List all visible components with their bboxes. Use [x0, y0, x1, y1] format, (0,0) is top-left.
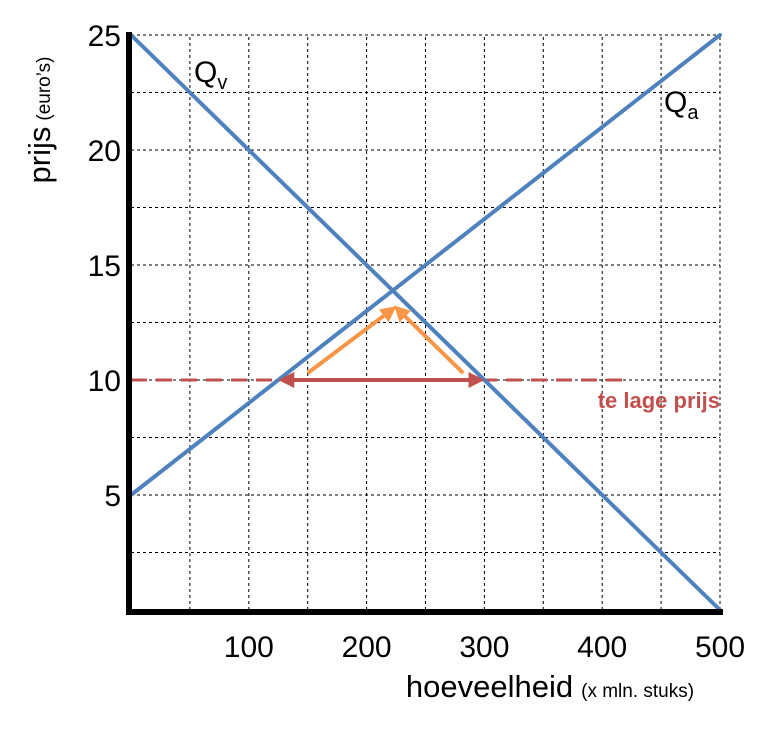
supply-curve-label: Qa — [664, 86, 699, 124]
y-tick-label: 5 — [104, 480, 121, 513]
y-tick-label: 20 — [88, 135, 121, 168]
demand-curve — [129, 33, 722, 612]
x-tick-label: 300 — [459, 631, 509, 664]
x-tick-label: 400 — [577, 631, 627, 664]
equilibrium-adjustment-arrow — [306, 306, 397, 375]
y-tick-label: 10 — [88, 365, 121, 398]
y-axis-title: prijs(euro’s) — [22, 57, 57, 184]
x-axis-title: hoeveelheid(x mln. stuks) — [406, 669, 694, 704]
annotation-too-low-price: te lage prijs — [598, 388, 720, 413]
arrows-group — [278, 305, 485, 388]
x-tick-label: 500 — [695, 631, 745, 664]
x-tick-label: 100 — [224, 631, 274, 664]
y-tick-label: 25 — [88, 20, 121, 53]
x-tick-label: 200 — [342, 631, 392, 664]
supply-curve — [129, 33, 722, 497]
y-tick-label: 15 — [88, 250, 121, 283]
equilibrium-adjustment-arrow — [393, 305, 465, 375]
tick-labels-group: 100 200 300 400 500 5 10 15 20 25 — [88, 20, 745, 664]
axes-group — [126, 32, 723, 615]
curves-group — [129, 33, 722, 612]
demand-curve-label: Qv — [194, 56, 227, 94]
